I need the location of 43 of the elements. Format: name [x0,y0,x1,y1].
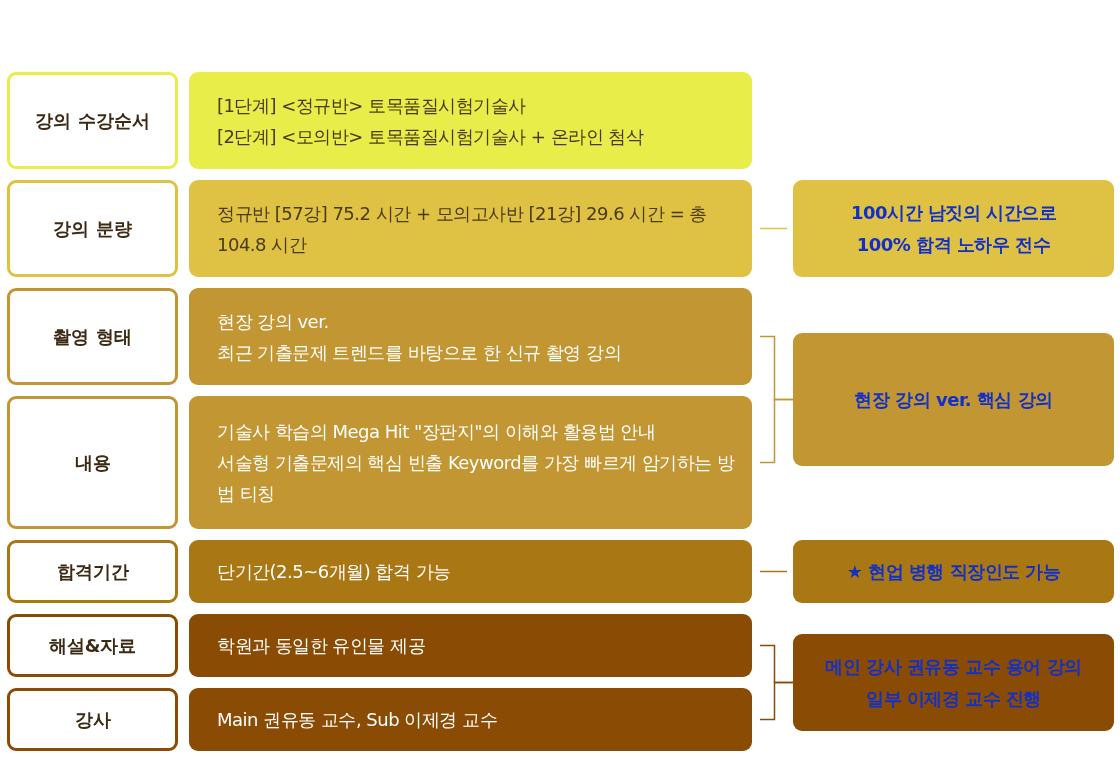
content-text: 최근 기출문제 트렌드를 바탕으로 한 신규 촬영 강의 [217,340,623,365]
content-text: 기술사 학습의 Mega Hit "장판지"의 이해와 활용법 안내 [217,420,657,444]
row-label-box [7,288,178,385]
content-text: 학원과 동일한 유인물 제공 [217,634,427,658]
row-label-box [7,614,178,677]
row-label-box [7,180,178,277]
bracket-connector [759,398,794,464]
content-text: [1단계] <정규반> 토목품질시험기술사 [217,93,527,118]
content-box [189,180,752,277]
summary-box [793,333,1114,466]
content-box [189,396,752,529]
row-label: 촬영 형태 [53,324,132,349]
bracket-connector [759,681,794,721]
row-label-box [7,396,178,529]
connector-line [759,227,788,230]
content-text: Main 권유동 교수, Sub 이제경 교수 [217,708,499,732]
content-text: 정규반 [57강] 75.2 시간 + 모의고사반 [21강] 29.6 시간 = 총 104.8 시간 [217,201,708,257]
content-box [189,72,752,169]
summary-text: 메인 강사 권유동 교수 용어 강의 일부 이제경 교수 진행 [824,654,1083,711]
row-label: 강사 [74,707,111,732]
row-label-box [7,72,178,169]
content-text: [2단계] <모의반> 토목품질시험기술사 + 온라인 첨삭 [217,124,645,149]
summary-box [793,634,1114,731]
content-text: 현장 강의 ver. [217,309,330,334]
row-label-box [7,540,178,603]
content-box [189,688,752,751]
summary-text: 100시간 남짓의 시간으로 100% 합격 노하우 전수 [849,200,1058,257]
content-box [189,614,752,677]
row-label: 강의 수강순서 [35,108,150,133]
row-label: 합격기간 [56,559,129,584]
row-label: 해설&자료 [48,633,137,658]
row-label: 강의 분량 [53,216,132,241]
summary-box [793,540,1114,603]
content-text: 단기간(2.5~6개월) 합격 가능 [217,560,452,584]
row-label: 내용 [74,450,111,475]
connector-line [759,570,788,573]
row-label-box [7,688,178,751]
content-text: 서술형 기출문제의 핵심 빈출 Keyword를 가장 빠르게 암기하는 방법 티칭 [217,451,736,506]
summary-text: ★ 현업 병행 직장인도 가능 [846,559,1061,584]
summary-box [793,180,1114,277]
summary-text: 현장 강의 ver. 핵심 강의 [854,387,1053,412]
content-box [189,288,752,385]
content-box [189,540,752,603]
